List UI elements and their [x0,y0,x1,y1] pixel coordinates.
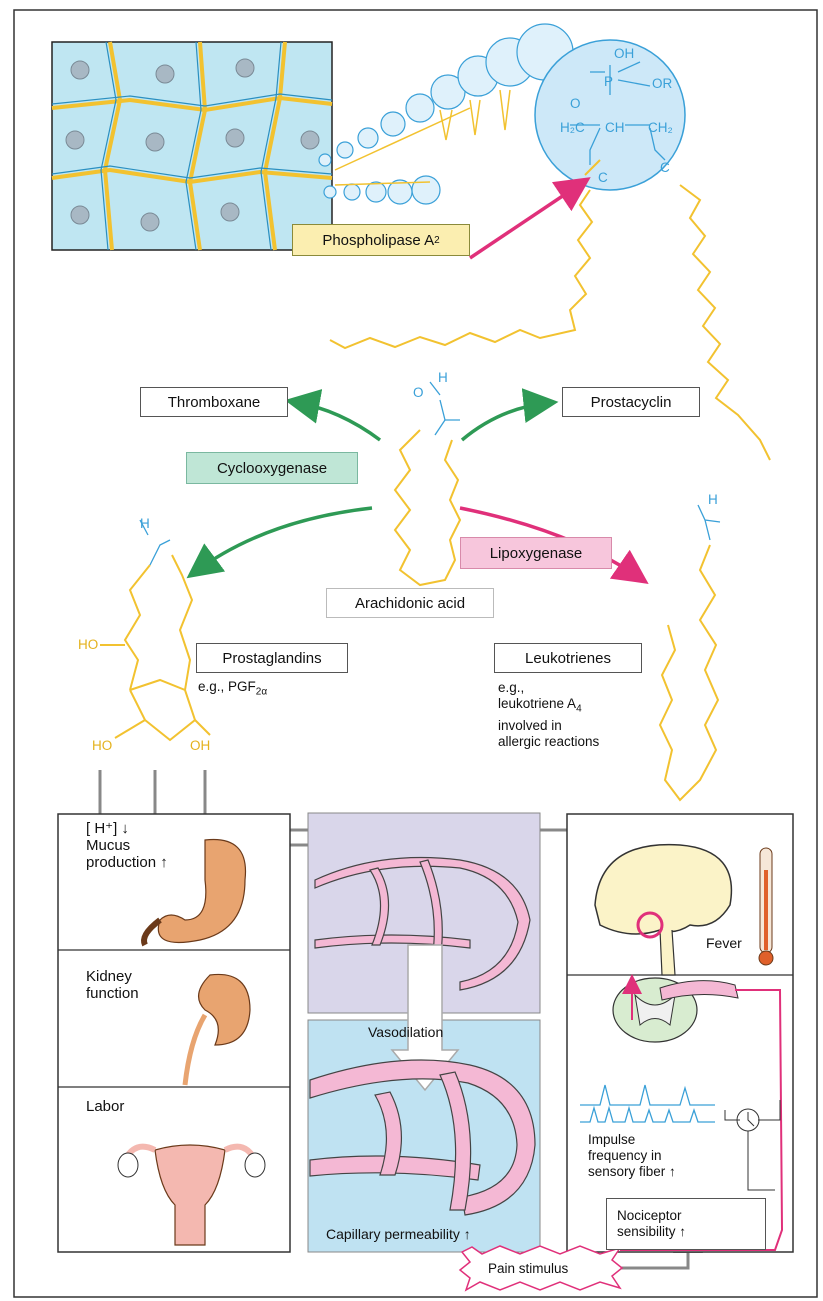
leuko-note-line-2: leukotriene A4 [498,696,599,718]
arrow-to-prostacyclin [462,403,548,440]
chem-oh: OH [614,46,634,62]
impulse-label: Impulse frequency in sensory fiber ↑ [588,1132,676,1180]
leukotriene-molecule [660,545,718,800]
prostaglandins-box: Prostaglandins [196,643,348,673]
arachidonic-acid-molecule [395,430,460,585]
pain-stimulus-label: Pain stimulus [488,1261,568,1277]
phospholipase-subscript: 2 [434,235,440,246]
o-label-center: O [413,385,424,401]
chem-c1: C [598,170,608,186]
leuko-note-line-4: allergic reactions [498,734,599,750]
ho-label-2: HO [92,738,112,754]
mucus-line-1: [ H⁺] ↓ [86,820,168,837]
leuko-note-line-2-text: leukotriene A [498,696,576,711]
prostaglandin-molecule [100,555,210,740]
mucus-line-3: production ↑ [86,854,168,871]
nociceptor-line-1: Nociceptor [617,1208,682,1224]
arrow-to-thromboxane [295,402,380,440]
nociceptor-line-2: sensibility ↑ [617,1224,686,1240]
kidney-label: Kidney function [86,968,139,1002]
chem-h2c: H₂C [560,120,585,136]
arrow-to-prostaglandins [195,508,372,572]
arrow-phospholipase [470,183,582,258]
leukotriene-note: e.g., leukotriene A4 involved in allergi… [498,680,599,750]
impulse-line-1: Impulse [588,1132,676,1148]
kidney-line-1: Kidney [86,968,139,985]
mucus-line-2: Mucus [86,837,168,854]
nociceptor-box: Nociceptor sensibility ↑ [606,1198,766,1250]
leuko-note-line-3: involved in [498,718,599,734]
impulse-line-3: sensory fiber ↑ [588,1164,676,1180]
pgf-example: e.g., PGF2α [198,679,267,701]
impulse-line-2: frequency in [588,1148,676,1164]
thermometer-illustration [759,848,773,965]
capillary-label: Capillary permeability ↑ [326,1226,471,1242]
vasodilation-label: Vasodilation [368,1024,443,1040]
chem-p: P [604,74,613,90]
ho-label-1: HO [78,637,98,653]
kidney-line-2: function [86,985,139,1002]
leukotrienes-box: Leukotrienes [494,643,642,673]
mucus-label: [ H⁺] ↓ Mucus production ↑ [86,820,168,871]
thromboxane-box: Thromboxane [140,387,288,417]
h-label-left: H [140,516,150,532]
chem-c2: C [660,160,670,176]
chem-ch2: CH₂ [648,120,673,136]
cell-membrane-tissue [52,42,332,250]
oh-label-1: OH [190,738,210,754]
pgf-example-subscript: 2α [256,687,267,698]
chem-o: O [570,96,581,112]
chem-or: OR [652,76,672,92]
prostacyclin-box: Prostacyclin [562,387,700,417]
arachidonic-acid-box: Arachidonic acid [326,588,494,618]
pgf-example-text: e.g., PGF [198,679,256,694]
labor-label: Labor [86,1098,124,1115]
phospholipase-text: Phospholipase A [322,232,434,249]
cyclooxygenase-box: Cyclooxygenase [186,452,358,484]
h-label-center: H [438,370,448,386]
leuko-note-line-1: e.g., [498,680,599,696]
lipoxygenase-box: Lipoxygenase [460,537,612,569]
chem-ch: CH [605,120,625,136]
fever-label: Fever [706,935,742,951]
h-label-right: H [708,492,718,508]
leuko-note-line-2-subscript: 4 [576,704,582,715]
